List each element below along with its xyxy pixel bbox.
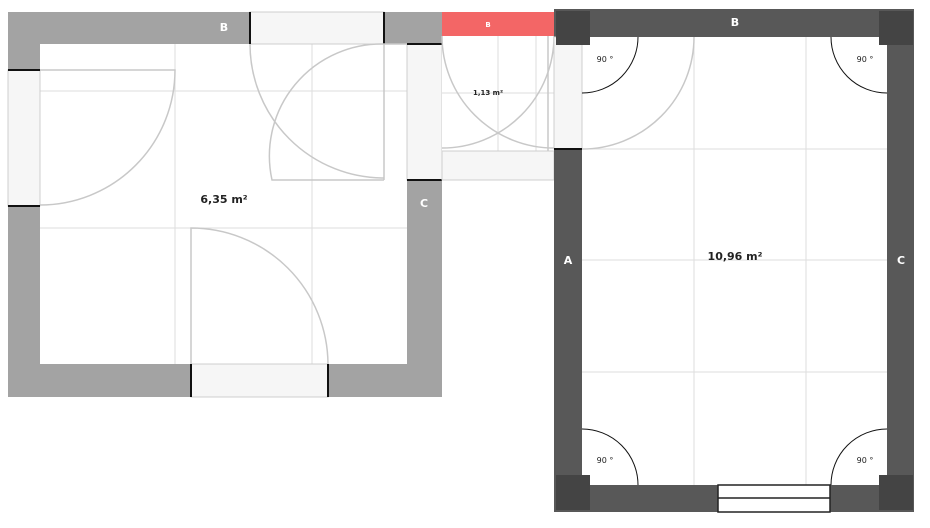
small-room-area-label: 1,13 m² [473,89,503,97]
wall-left-d-segment-2[interactable] [328,364,442,397]
right-room-grid [582,37,887,485]
door-swing-top-left [249,43,385,179]
right-room-window-bottom[interactable] [717,484,831,513]
wall-right-c[interactable] [887,9,914,512]
left-room-floor[interactable] [40,44,407,364]
left-room-area-label: 6,35 m² [200,193,247,206]
angle-label-top-left: 90 ° [597,55,614,64]
left-room-grid [40,44,407,364]
left-room-wall-label-c: C [420,197,428,210]
right-room-walls[interactable] [554,9,914,512]
wall-right-a[interactable] [554,149,582,512]
right-room-door-swing [581,36,695,150]
right-room-angle-arcs [581,36,888,486]
right-room[interactable]: 10,96 m² B A C 90 ° 90 ° 90 ° 90 ° [553,9,914,513]
left-room-door-swings [39,43,407,365]
right-room-corners [556,11,913,510]
right-room-wall-label-b: B [731,16,739,29]
left-room-openings [7,11,443,398]
right-room-floor[interactable] [582,37,887,485]
right-room-wall-label-c: C [897,254,905,267]
wall-left-c[interactable] [407,180,442,364]
right-room-opening-left [553,36,583,150]
small-room-door-swings [441,35,555,151]
angle-label-bottom-right: 90 ° [857,456,874,465]
small-room-wall-label-b: B [485,21,490,29]
wall-left-b-segment-2[interactable] [384,12,442,44]
wall-left-a-lower[interactable] [8,206,40,364]
small-room[interactable]: 1,13 m² B [441,12,555,181]
angle-label-bottom-left: 90 ° [597,456,614,465]
left-room-wall-ticks [8,12,442,397]
left-room-wall-label-b: B [220,21,228,34]
wall-right-b[interactable] [554,9,914,37]
door-swing-bottom [190,227,329,365]
small-room-wall-b-selected[interactable] [442,12,554,36]
wall-left-a-upper[interactable] [8,44,40,70]
wall-left-d-segment-1[interactable] [8,364,191,397]
right-room-area-label: 10,96 m² [708,250,763,263]
door-swing-top-right [268,43,407,181]
small-room-wall-bottom[interactable] [441,150,555,181]
left-room-walls[interactable] [8,12,442,397]
right-room-wall-label-a: A [564,254,573,267]
small-room-grid [442,36,554,151]
door-swing-left [39,69,176,206]
angle-label-top-right: 90 ° [857,55,874,64]
wall-left-b-segment-1[interactable] [8,12,250,44]
left-room[interactable]: 6,35 m² B C [7,11,443,398]
